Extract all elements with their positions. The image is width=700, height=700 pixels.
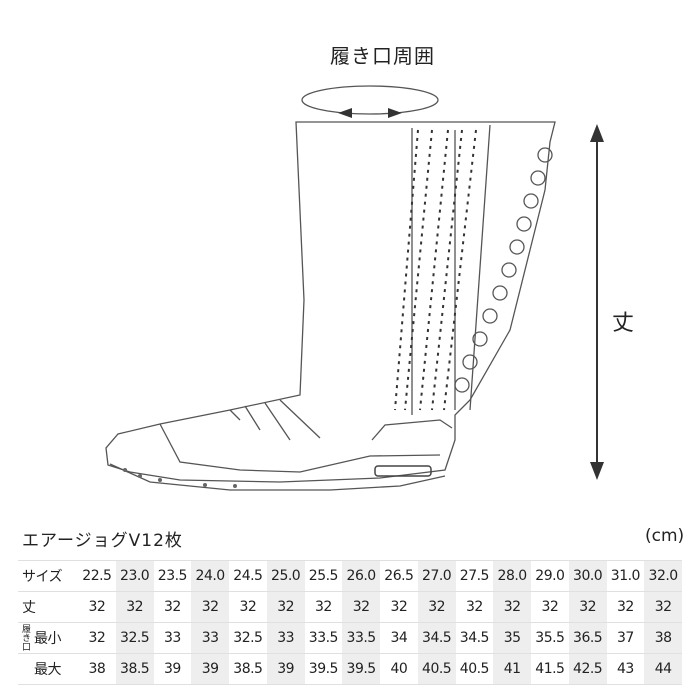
- table-cell: 32: [304, 591, 343, 623]
- table-cell: 24.5: [229, 560, 267, 592]
- table-cell: 33: [266, 622, 305, 654]
- row-label: サイズ: [18, 560, 78, 592]
- table-cell: 33: [191, 622, 229, 654]
- table-cell: 32: [191, 591, 229, 623]
- height-arrow-icon: [590, 124, 604, 480]
- table-cell: 41.5: [531, 653, 569, 685]
- table-cell: 40: [380, 653, 418, 685]
- table-cell: 32: [417, 591, 456, 623]
- table-title: エアージョグV12枚: [22, 531, 183, 551]
- row-label: 最小: [18, 622, 78, 654]
- boot-diagram: [105, 85, 604, 491]
- sole-pattern: [123, 465, 432, 488]
- table-cell: 32: [493, 591, 531, 623]
- table-cell: 25.0: [266, 560, 305, 592]
- table-cell: 32: [78, 622, 116, 654]
- table-cell: 38.5: [115, 653, 154, 685]
- table-cell: 26.0: [342, 560, 380, 592]
- table-cell: 33.5: [304, 622, 343, 654]
- table-cell: 41: [493, 653, 531, 685]
- table-cell: 42.5: [568, 653, 607, 685]
- table-cell: 39.5: [304, 653, 343, 685]
- table-cell: 43: [606, 653, 645, 685]
- table-cell: 24.0: [191, 560, 229, 592]
- table-cell: 39: [266, 653, 305, 685]
- table-cell: 35: [493, 622, 531, 654]
- table-cell: 32: [115, 591, 154, 623]
- table-cell: 23.5: [153, 560, 192, 592]
- table-cell: 32: [644, 591, 682, 623]
- table-cell: 32: [380, 591, 418, 623]
- table-cell: 32: [266, 591, 305, 623]
- table-cell: 38: [644, 622, 682, 654]
- table-cell: 39: [191, 653, 229, 685]
- table-cell: 22.5: [78, 560, 116, 592]
- table-cell: 37: [606, 622, 645, 654]
- row-label: 丈: [18, 591, 78, 623]
- table-cell: 32: [78, 591, 116, 623]
- lacing-lines: [394, 129, 477, 411]
- table-cell: 39.5: [342, 653, 380, 685]
- circumference-arrow-icon: [301, 85, 439, 118]
- table-cell: 32: [153, 591, 192, 623]
- table-cell: 32.5: [229, 622, 267, 654]
- boot-hooks: [454, 147, 553, 393]
- table-cell: 34.5: [417, 622, 456, 654]
- table-cell: 25.5: [304, 560, 343, 592]
- table-cell: 32.5: [115, 622, 154, 654]
- table-cell: 27.0: [417, 560, 456, 592]
- table-cell: 32: [606, 591, 645, 623]
- unit-label: (cm): [645, 526, 685, 546]
- table-cell: 40.5: [417, 653, 456, 685]
- row-label: 最大: [18, 653, 78, 685]
- table-cell: 44: [644, 653, 682, 685]
- table-cell: 36.5: [568, 622, 607, 654]
- table-cell: 27.5: [455, 560, 494, 592]
- table-cell: 29.0: [531, 560, 569, 592]
- table-cell: 26.5: [380, 560, 418, 592]
- table-cell: 34: [380, 622, 418, 654]
- table-cell: 31.0: [606, 560, 645, 592]
- table-cell: 35.5: [531, 622, 569, 654]
- table-cell: 39: [153, 653, 192, 685]
- table-cell: 32.0: [644, 560, 682, 592]
- boot-outline: [105, 121, 556, 491]
- table-cell: 32: [531, 591, 569, 623]
- table-cell: 33: [153, 622, 192, 654]
- table-cell: 23.0: [115, 560, 154, 592]
- table-cell: 38.5: [229, 653, 267, 685]
- table-cell: 33.5: [342, 622, 380, 654]
- table-cell: 30.0: [568, 560, 607, 592]
- table-cell: 32: [342, 591, 380, 623]
- table-cell: 40.5: [455, 653, 494, 685]
- table-cell: 32: [229, 591, 267, 623]
- table-cell: 28.0: [493, 560, 531, 592]
- opening-circumference-label: 履き口周囲: [330, 44, 435, 68]
- table-cell: 38: [78, 653, 116, 685]
- height-label: 丈: [612, 311, 635, 336]
- table-cell: 34.5: [455, 622, 494, 654]
- table-cell: 32: [455, 591, 494, 623]
- table-cell: 32: [568, 591, 607, 623]
